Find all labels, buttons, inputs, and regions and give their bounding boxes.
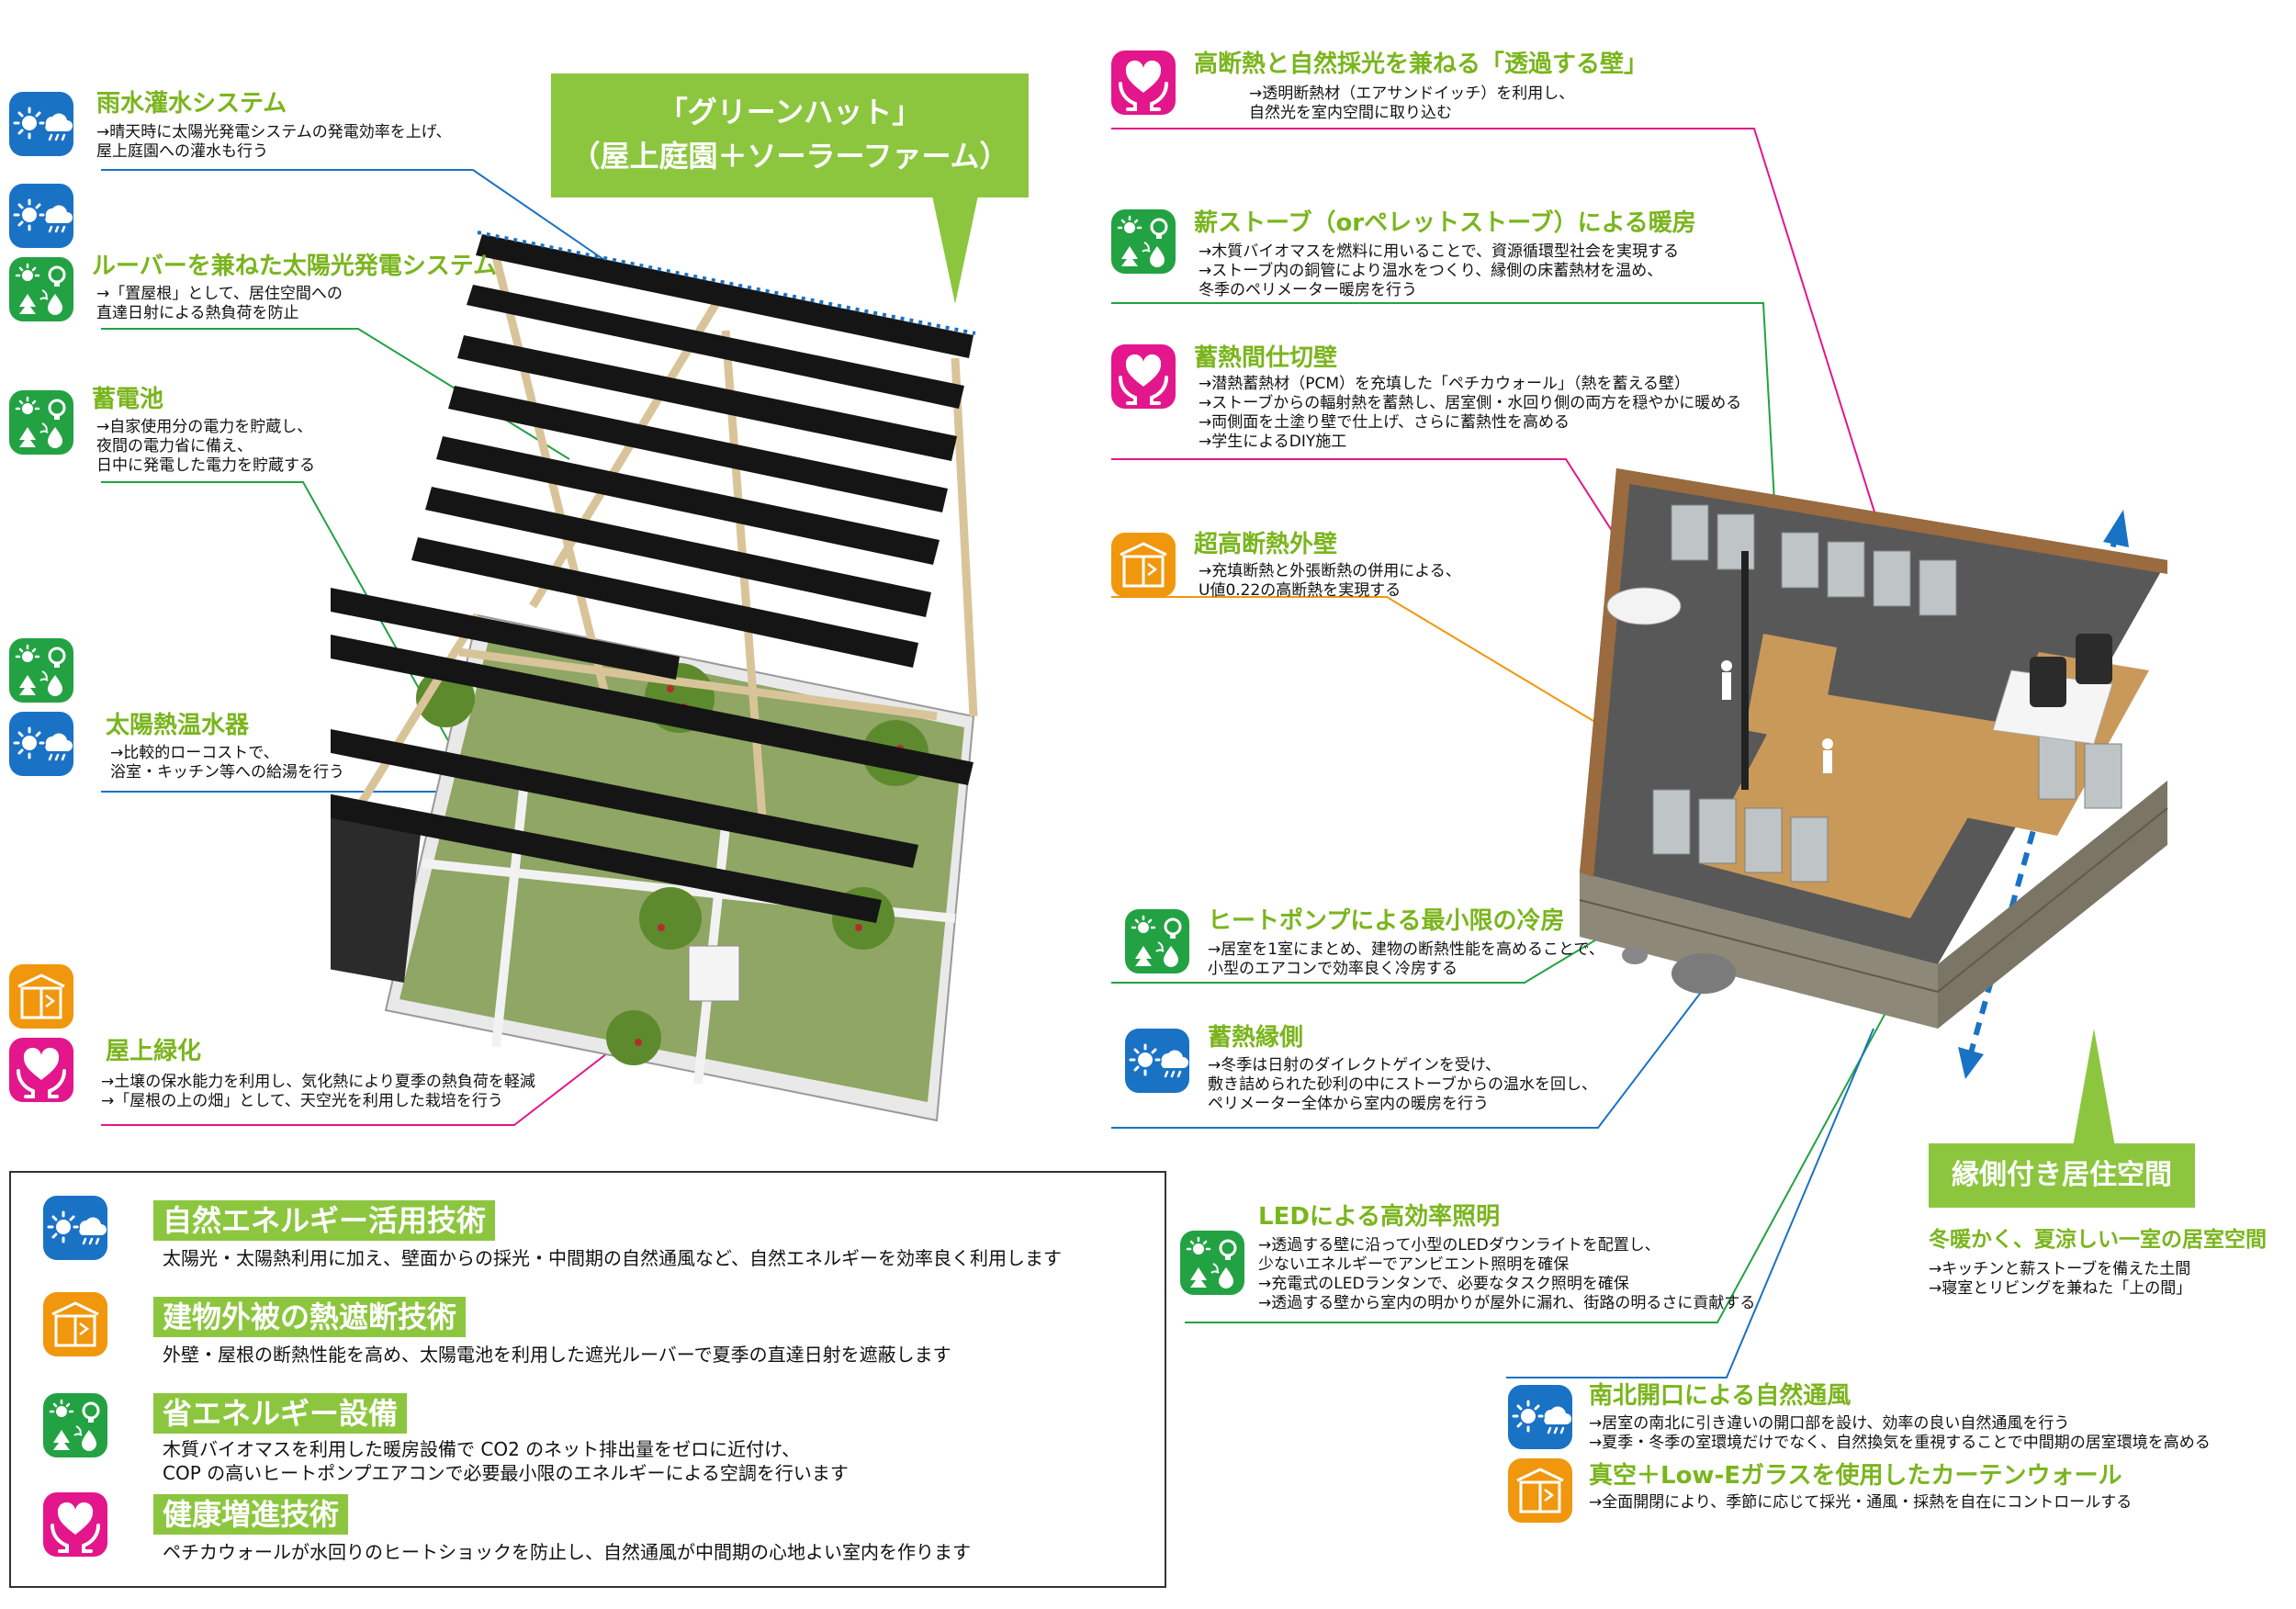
annotation-desc: →居室を1室にまとめ、建物の断熱性能を高めることで、 小型のエアコンで効率良く冷… — [1208, 940, 1604, 978]
annotation-title: 真空＋Low-Eガラスを使用したカーテンウォール — [1589, 1462, 2122, 1490]
annotation-desc: →自家使用分の電力を貯蔵し、 夜間の電力省に備え、 日中に発電した電力を貯蔵する — [96, 418, 315, 475]
heart-hands-icon — [1111, 344, 1176, 409]
annotation-desc: →晴天時に太陽光発電システムの発電効率を上げ、 屋上庭園への灌水も行う — [96, 123, 452, 161]
building-envelope-icon — [1111, 533, 1176, 597]
annotation-title: 南北開口による自然通風 — [1589, 1382, 1851, 1410]
legend-desc-equipment: 木質バイオマスを利用した暖房設備で CO2 のネット排出量をゼロに近付け、 CO… — [163, 1438, 849, 1484]
legend-box: 自然エネルギー活用技術 太陽光・太陽熱利用に加え、壁面からの採光・中間期の自然通… — [9, 1171, 1166, 1588]
annotation-desc: →透明断熱材（エアサンドイッチ）を利用し、 自然光を室内空間に取り込む — [1249, 84, 1575, 122]
green-hut-title-line1: 「グリーンハット」 — [658, 95, 922, 129]
engawa-space-desc: →キッチンと薪ストーブを備えた土間 →寝室とリビングを兼ねた「上の間」 — [1929, 1260, 2192, 1298]
engawa-space-subtitle: 冬暖かく、夏涼しい一室の居室空間 — [1929, 1228, 2267, 1252]
eco-equipment-icon — [1111, 209, 1176, 274]
legend-title-nature: 自然エネルギー活用技術 — [153, 1200, 496, 1241]
sun-cloud-icon — [9, 184, 73, 248]
engawa-space-callout: 縁側付き居住空間 — [1929, 1143, 2195, 1208]
annotation-title: LEDによる高効率照明 — [1258, 1203, 1501, 1231]
sun-cloud-icon — [9, 92, 73, 156]
annotation-title: 薪ストーブ（orペレットストーブ）による暖房 — [1194, 209, 1696, 237]
leader-super-insulation — [1111, 596, 1617, 736]
annotation-desc: →居室の南北に引き違いの開口部を設け、効率の良い自然通風を行う →夏季・冬季の室… — [1589, 1414, 2211, 1452]
dwelling-illustration — [1579, 468, 2168, 1029]
annotation-desc: →透過する壁に沿って小型のLEDダウンライトを配置し、 少ないエネルギーでアンビ… — [1258, 1236, 1756, 1312]
heart-hands-icon — [43, 1492, 107, 1557]
sun-cloud-icon — [1125, 1029, 1189, 1093]
annotation-desc: →木質バイオマスを燃料に用いることで、資源循環型社会を実現する →ストーブ内の銅… — [1199, 242, 1680, 299]
annotation-title: 太陽熱温水器 — [106, 712, 250, 739]
green-hut-title-line2: （屋上庭園＋ソーラーファーム） — [570, 139, 1009, 174]
annotation-title: 雨水灌水システム — [96, 90, 287, 118]
side-callout-pointer — [2071, 1029, 2117, 1157]
sun-cloud-icon — [43, 1196, 107, 1260]
legend-title-envelope: 建物外被の熱遮断技術 — [153, 1297, 467, 1337]
sun-cloud-icon — [1508, 1385, 1572, 1449]
building-envelope-icon — [43, 1292, 107, 1356]
green-hut-illustration — [331, 231, 978, 1122]
eco-equipment-icon — [9, 390, 73, 455]
legend-desc-envelope: 外壁・屋根の断熱性能を高め、太陽電池を利用した遮光ルーバーで夏季の直達日射を遮蔽… — [163, 1344, 951, 1366]
building-envelope-icon — [9, 964, 73, 1029]
heart-hands-icon — [9, 1038, 73, 1102]
annotation-title: 超高断熱外壁 — [1194, 531, 1338, 558]
annotation-title: 屋上緑化 — [106, 1038, 202, 1065]
annotation-title: 高断熱と自然採光を兼ねる「透過する壁」 — [1194, 51, 1649, 78]
heart-hands-icon — [1111, 51, 1176, 115]
legend-desc-nature: 太陽光・太陽熱利用に加え、壁面からの採光・中間期の自然通風など、自然エネルギーを… — [163, 1247, 1062, 1269]
annotation-desc: →全面開閉により、季節に応じて採光・通風・採熱を自在にコントロールする — [1589, 1493, 2133, 1512]
annotation-title: ルーバーを兼ねた太陽光発電システム — [92, 253, 497, 280]
eco-equipment-icon — [9, 638, 73, 703]
legend-title-equipment: 省エネルギー設備 — [153, 1393, 408, 1434]
legend-desc-health: ペチカウォールが水回りのヒートショックを防止し、自然通風が中間期の心地よい室内を… — [163, 1541, 971, 1563]
annotation-desc: →潜熱蓄熱材（PCM）を充填した「ペチカウォール」（熱を蓄える壁） →ストーブか… — [1199, 375, 1742, 451]
eco-equipment-icon — [1125, 909, 1189, 973]
annotation-desc: →冬季は日射のダイレクトゲインを受け、 敷き詰められた砂利の中にストーブからの温… — [1208, 1056, 1597, 1113]
legend-title-health: 健康増進技術 — [153, 1494, 349, 1535]
annotation-desc: →充填断熱と外張断熱の併用による、 U値0.22の高断熱を実現する — [1199, 562, 1461, 600]
annotation-desc: →土壌の保水能力を利用し、気化熱により夏季の熱負荷を軽減 →「屋根の上の畑」とし… — [101, 1073, 535, 1110]
building-envelope-icon — [1508, 1458, 1572, 1523]
eco-equipment-icon — [1180, 1231, 1244, 1295]
eco-equipment-icon — [9, 257, 73, 321]
annotation-desc: →比較的ローコストで、 浴室・キッチン等への給湯を行う — [110, 744, 344, 782]
annotation-title: ヒートポンプによる最小限の冷房 — [1208, 907, 1565, 935]
annotation-title: 蓄熱間仕切壁 — [1194, 344, 1338, 372]
eco-equipment-icon — [43, 1393, 107, 1457]
annotation-title: 蓄電池 — [92, 386, 164, 413]
green-hut-callout: 「グリーンハット」 （屋上庭園＋ソーラーファーム） — [551, 73, 1029, 197]
annotation-title: 蓄熱縁側 — [1208, 1024, 1304, 1052]
sun-cloud-icon — [9, 712, 73, 776]
callout-pointer — [932, 196, 978, 304]
annotation-desc: →「置屋根」として、居住空間への 直達日射による熱負荷を防止 — [96, 285, 343, 322]
